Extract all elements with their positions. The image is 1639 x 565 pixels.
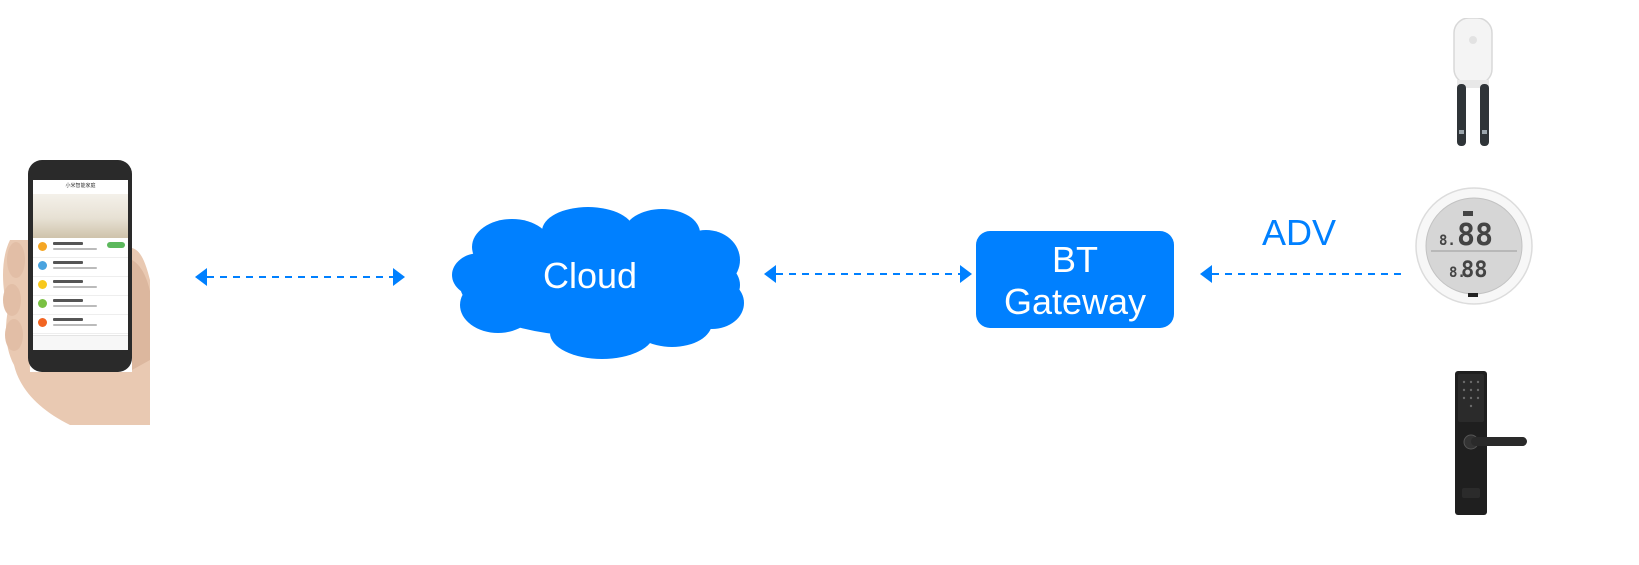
status-badge [107, 242, 125, 248]
device-icon [38, 299, 47, 308]
phone-screen: 小米智能家庭 [33, 180, 128, 350]
app-tabbar [33, 335, 128, 350]
bt-gateway-box: BT Gateway [976, 231, 1174, 328]
app-title: 小米智能家庭 [65, 183, 96, 189]
smartphone: 小米智能家庭 [0, 160, 170, 430]
hand-illustration [3, 240, 150, 425]
adv-label: ADV [1262, 212, 1337, 253]
smart-door-lock-device [1455, 371, 1527, 515]
app-hero-image [33, 194, 128, 238]
gateway-label-line1: BT [1051, 239, 1098, 280]
list-item [33, 257, 128, 277]
arrow-cloud-gateway [764, 265, 972, 283]
svg-text:8.: 8. [1439, 233, 1456, 249]
list-item [33, 295, 128, 315]
list-item [33, 238, 128, 258]
arrow-devices-gateway [1200, 265, 1406, 283]
device-icon [38, 261, 47, 270]
list-item [33, 314, 128, 334]
gateway-label-line2: Gateway [1003, 281, 1147, 322]
thermometer-hygrometer-device: 88 88 8. 8. [1415, 187, 1533, 305]
device-icon [38, 318, 47, 327]
arrow-phone-cloud [195, 268, 405, 286]
svg-text:8.: 8. [1449, 265, 1466, 281]
plant-sensor-device [1453, 18, 1493, 146]
svg-text:88: 88 [1461, 258, 1488, 283]
device-icon [38, 242, 47, 251]
list-item [33, 276, 128, 296]
device-icon [38, 280, 47, 289]
svg-text:88: 88 [1457, 218, 1493, 253]
cloud-label: Cloud [542, 255, 638, 296]
cloud-shape [452, 207, 744, 359]
